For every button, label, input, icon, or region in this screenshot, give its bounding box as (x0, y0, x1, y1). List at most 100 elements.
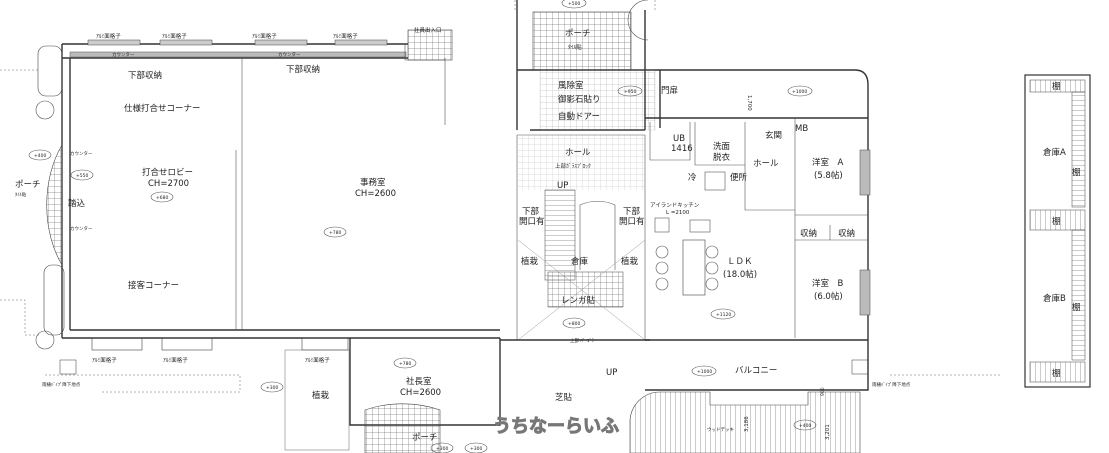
gate-label: 門扉 (661, 85, 678, 96)
western-a-label: 洋室 A (812, 157, 844, 168)
level-tag: +800 (562, 317, 586, 329)
grille-label: ｱﾙﾐ面格子 (96, 32, 121, 40)
meeting-lobby-label: 打合せロビー (142, 167, 193, 178)
svg-text:+300: +300 (436, 446, 448, 452)
porch-left-tile-label: ﾀｲﾙ貼 (15, 191, 27, 198)
level-tag: +950 (617, 85, 643, 97)
porch-top-tile-label: ﾀｲﾙ貼 (568, 43, 582, 51)
western-b-size-label: (6.0帖) (814, 291, 843, 302)
counter-label: カウンター (70, 150, 93, 157)
planting-label: 植栽 (621, 256, 639, 267)
porch-left-label: ポーチ (15, 180, 41, 190)
wood-deck-label: ウッドデッキ (707, 426, 734, 433)
grille-label: ｱﾙﾐ面格子 (305, 356, 330, 364)
hall2-label: ホール (753, 159, 779, 169)
warehouse-a-label: 倉庫A (1043, 147, 1066, 158)
svg-text:+1120: +1120 (716, 312, 731, 318)
grille-label: ｱﾙﾐ面格子 (92, 356, 117, 364)
level-tag: +780 (393, 357, 417, 369)
grille-label: ｱﾙﾐ面格子 (333, 32, 358, 40)
level-tag: +780 (323, 226, 347, 238)
western-b-label: 洋室 B (812, 278, 844, 289)
grille-label: ｱﾙﾐ面格子 (163, 356, 188, 364)
warehouse-b-label: 倉庫B (1043, 293, 1066, 304)
hall-label: ホール (565, 148, 591, 158)
planting-label: 植栽 (312, 390, 330, 401)
shelf-label: 棚 (1052, 368, 1061, 379)
under-storage-label: 下部収納 (128, 70, 162, 81)
downspout-label: 雨樋ﾊﾞｲﾌﾟ降下地点 (42, 381, 81, 388)
svg-text:+1000: +1000 (697, 369, 712, 375)
up-label: UP (606, 368, 617, 378)
counter-label: カウンター (70, 225, 93, 232)
closet-label: 収納 (838, 228, 855, 239)
dimension-label: 1,700 (746, 95, 752, 111)
president-ch-label: CH=2600 (400, 388, 441, 398)
spec-corner-label: 仕様打合せコーナー (124, 103, 201, 114)
svg-text:+300: +300 (266, 385, 278, 391)
staff-entrance-label: 社員出入口 (414, 26, 442, 34)
shelf-label: 棚 (1072, 167, 1081, 178)
dimension-label: 900 (820, 387, 826, 396)
counter-label: カウンター (278, 51, 301, 58)
office-label: 事務室 (360, 177, 386, 188)
brick-label: レンガ貼 (561, 295, 596, 306)
lower-opening-label: 開口有 (619, 216, 645, 227)
watermark-logo: うちなーらいふ (493, 416, 619, 437)
level-tag: +680 (150, 191, 174, 203)
granite-label: 御影石貼り (558, 94, 601, 105)
level-tag: +400 (28, 149, 52, 161)
closet-label: 収納 (800, 228, 817, 239)
mb-label: MB (795, 124, 808, 134)
glass-block-label: 上部ｶﾞﾗｽﾌﾞﾛｯｸ (555, 162, 591, 170)
toilet-label: 便所 (730, 172, 748, 183)
entrance-label: 玄関 (765, 130, 782, 141)
svg-text:+800: +800 (568, 321, 580, 327)
level-tag: +1120 (710, 308, 736, 320)
lower-opening-label: 下部 (623, 206, 641, 217)
entry-walls (500, 0, 661, 341)
level-tag: +400 (793, 419, 817, 431)
grille-label: ｱﾙﾐ面格子 (162, 32, 187, 40)
svg-text:+550: +550 (76, 173, 88, 179)
lobby-ch-label: CH=2700 (148, 179, 189, 189)
level-tag: +1000 (787, 85, 813, 97)
balcony-label: バルコニー (735, 366, 777, 376)
shelf-label: 棚 (1072, 302, 1081, 313)
level-tag: +300 (260, 381, 284, 393)
up-label: UP (557, 181, 568, 191)
ldk-size-label: (18.0帖) (723, 269, 757, 280)
svg-text:+400: +400 (34, 153, 46, 159)
grille-label: ｱﾙﾐ面格子 (252, 32, 277, 40)
level-markers: +500 +950 +1000 +400 +550 +680 +780 +780… (28, 0, 817, 453)
washroom-label: 脱衣 (713, 152, 731, 163)
porch-top-label: ポーチ (565, 29, 591, 39)
auto-door-label: 自動ドアー (558, 111, 600, 122)
lower-opening-label: 開口有 (519, 216, 545, 227)
office-walls (0, 29, 1000, 453)
level-tag: +500 (561, 0, 587, 9)
windbreak-label: 風除室 (558, 80, 584, 91)
ub-size-label: 1416 (671, 144, 693, 154)
level-tag: +550 (70, 169, 94, 181)
svg-text:+400: +400 (799, 423, 811, 429)
kitchen-length-label: L =2100 (666, 210, 690, 216)
downspout-label: 雨樋ﾊﾞｲﾌﾟ降下地点 (872, 381, 911, 388)
room-labels: ｱﾙﾐ面格子 ｱﾙﾐ面格子 ｱﾙﾐ面格子 ｱﾙﾐ面格子 ｱﾙﾐ面格子 ｱﾙﾐ面格… (15, 26, 1081, 443)
counter-label: カウンター (112, 51, 135, 58)
storage-building (1024, 74, 1091, 388)
lower-opening-label: 下部 (522, 206, 540, 217)
lawn-label: 芝貼 (555, 392, 573, 403)
svg-text:+780: +780 (329, 230, 341, 236)
svg-text:+500: +500 (568, 1, 580, 7)
ldk-label: ＬＤＫ (727, 257, 753, 267)
island-kitchen-label: アイランドキッチン (650, 202, 700, 209)
washroom-label: 洗面 (713, 141, 731, 152)
dimension-label: 3,186 (744, 416, 750, 432)
western-a-size-label: (5.8帖) (814, 170, 843, 181)
fridge-label: 冷 (688, 172, 697, 183)
level-tag: +300 (430, 442, 454, 453)
reception-corner-label: 接客コーナー (128, 280, 179, 291)
step-in-label: 踏込 (68, 198, 86, 209)
